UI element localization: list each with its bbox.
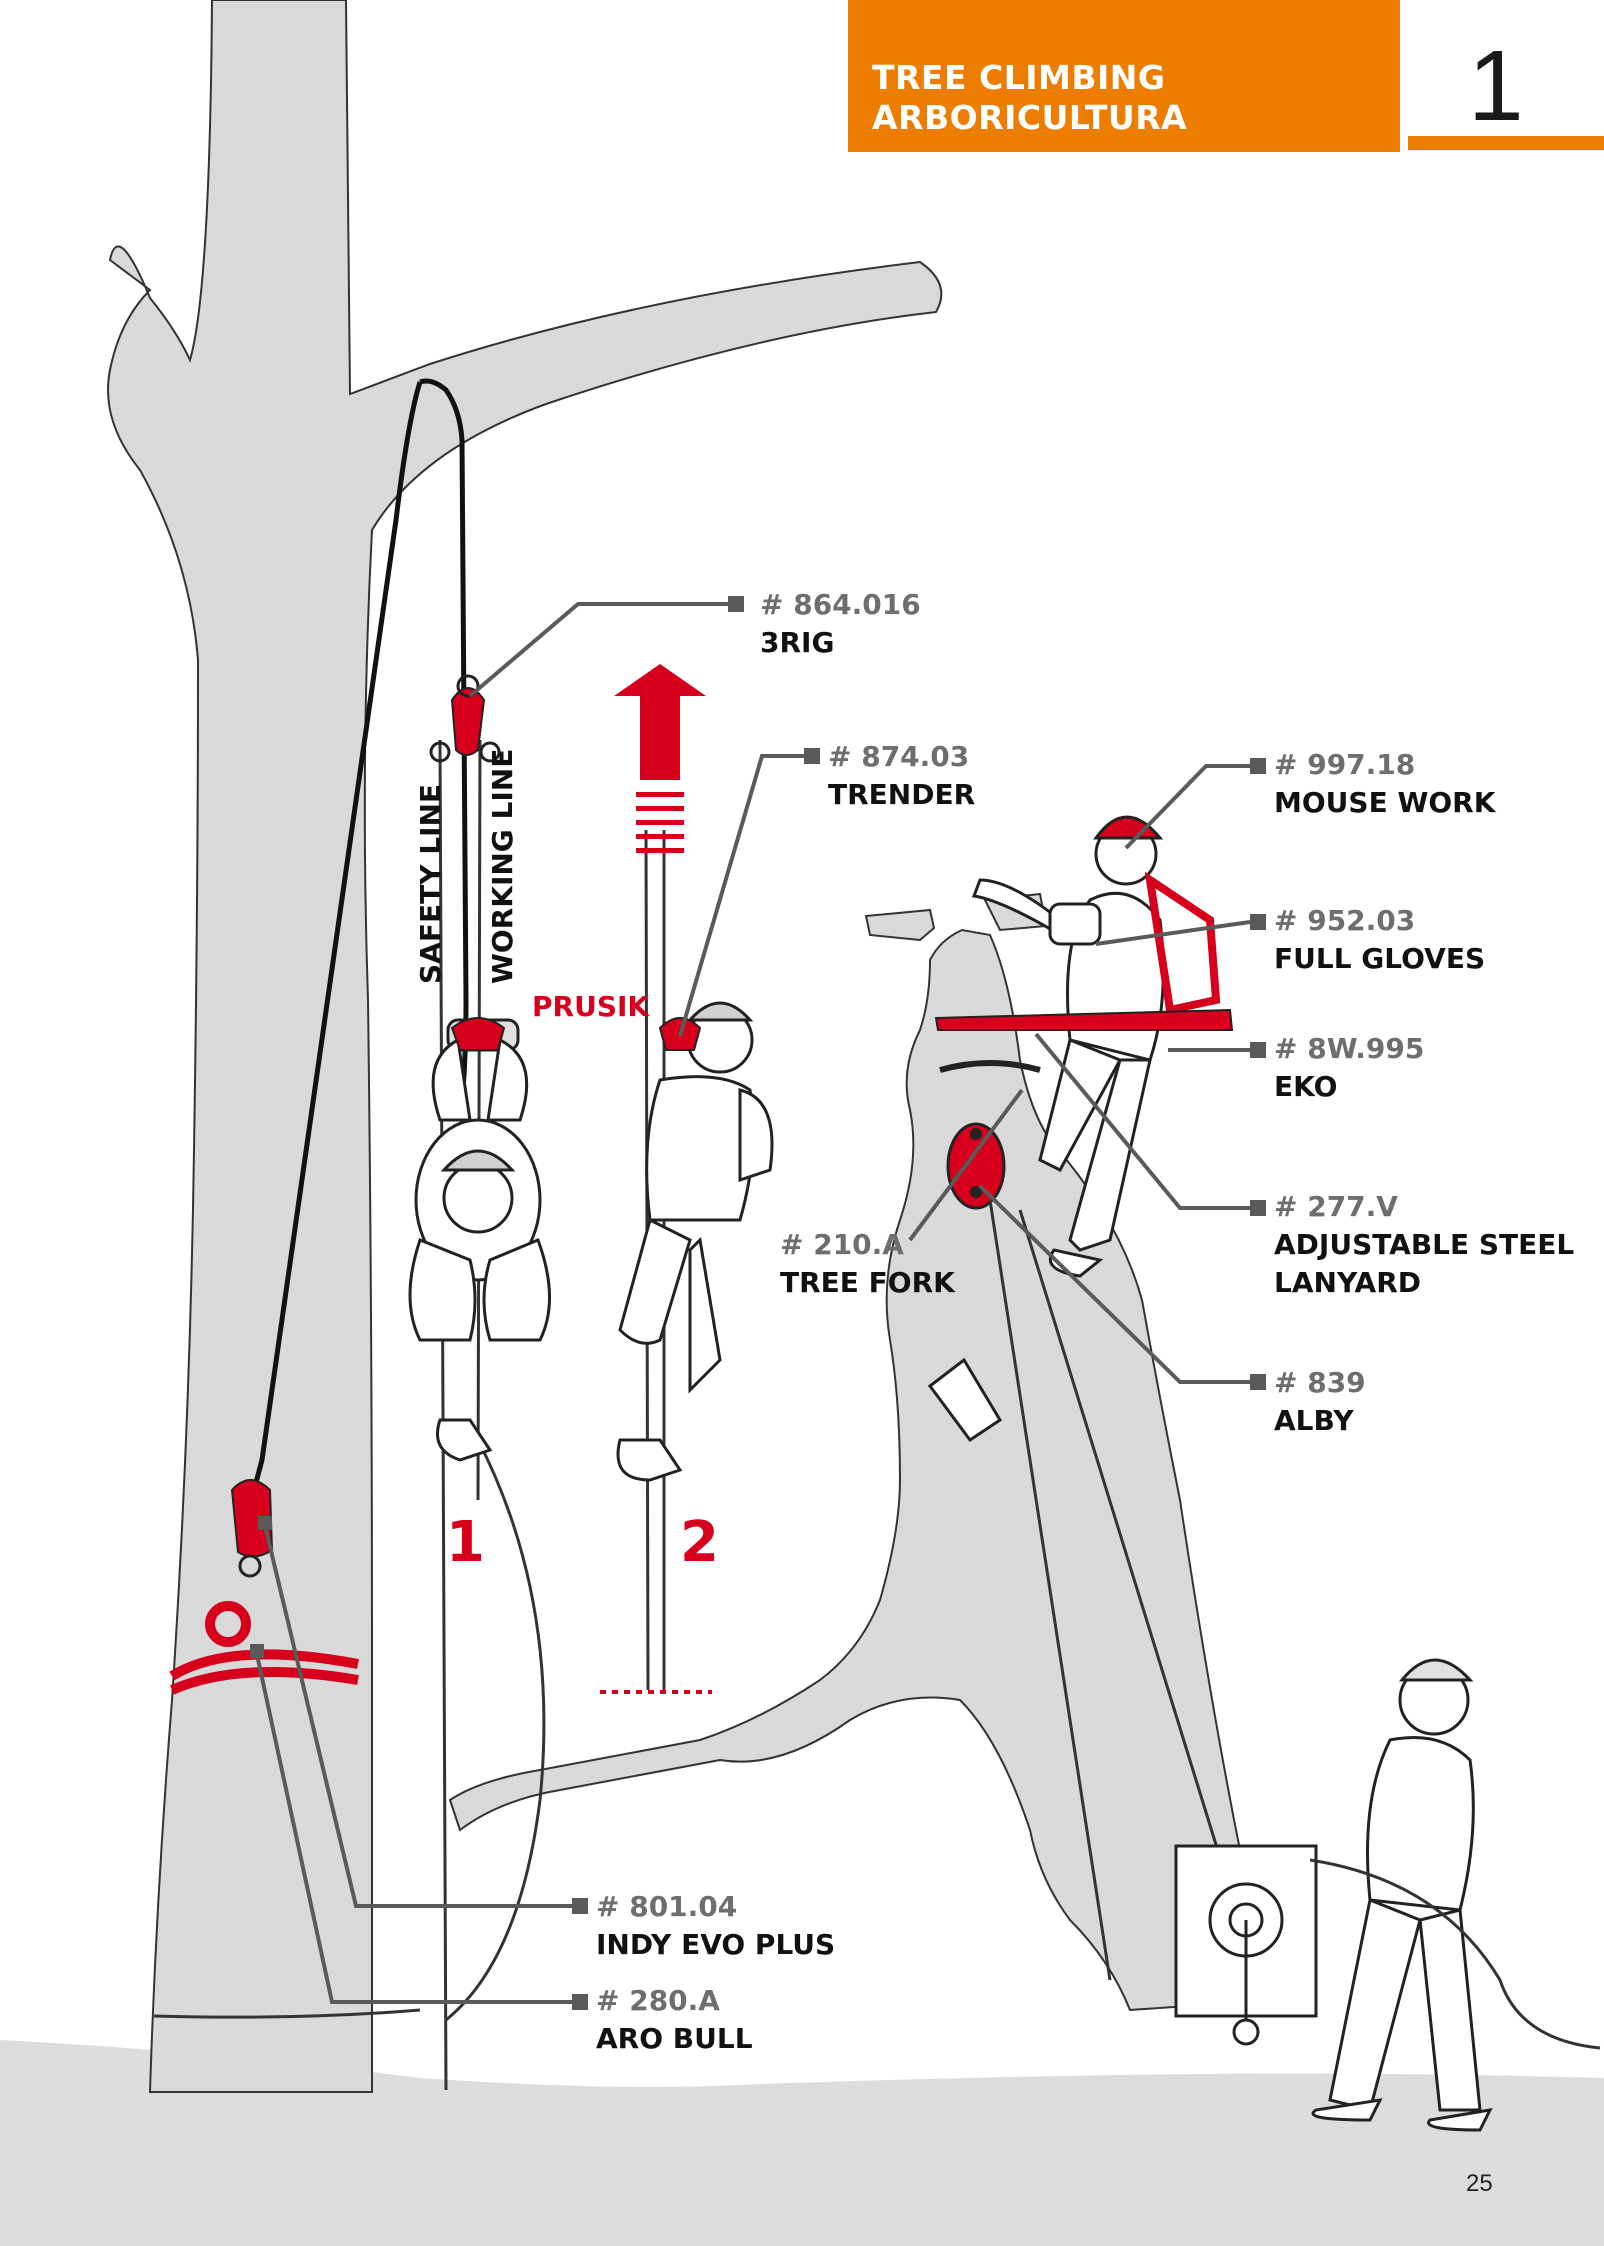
chapter-title-line2: ARBORICULTURA [872,98,1187,137]
alby-name: ALBY [1274,1404,1354,1437]
chapter-title-line1: TREE CLIMBING [872,58,1166,97]
right-tree [450,930,1276,2010]
winch [1176,1846,1316,2044]
rig-code: # 864.016 [760,588,921,621]
alby-code: # 839 [1274,1366,1366,1399]
indy-evo-plus-name: INDY EVO PLUS [596,1928,835,1961]
aro-bull-code: # 280.A [596,1984,720,2017]
aro-bull-name: ARO BULL [596,2022,753,2055]
climber-1-device [452,1018,504,1050]
climber-2 [618,1003,772,1480]
chapter-number-underline [1408,136,1604,150]
tree-fork-code: # 210.A [780,1228,904,1261]
cut-branch-stub [866,910,934,940]
full-gloves-name: FULL GLOVES [1274,942,1485,975]
tree-fork-name: TREE FORK [780,1266,955,1299]
indy-evo-plus-code: # 801.04 [596,1890,737,1923]
eko-name: EKO [1274,1070,1337,1103]
working-line-label: WORKING LINE [486,749,519,984]
trender-code: # 874.03 [828,740,969,773]
step-1-label: 1 [446,1510,485,1575]
full-gloves-code: # 952.03 [1274,904,1415,937]
up-arrow [614,664,706,853]
chapter-number: 1 [1468,36,1524,136]
rig-name: 3RIG [760,626,834,659]
callout-rig [470,604,728,696]
step-2-label: 2 [680,1510,719,1575]
lanyard-name-line2: LANYARD [1274,1266,1421,1299]
trender-name: TRENDER [828,778,975,811]
safety-line-label: SAFETY LINE [414,784,447,984]
lanyard-code: # 277.V [1274,1190,1398,1223]
mouse-work-code: # 997.18 [1274,748,1415,781]
lanyard-name-line1: ADJUSTABLE STEEL [1274,1228,1574,1261]
alby-pulley [948,1124,1004,1208]
prusik-label: PRUSIK [532,990,649,1023]
callout-trender [680,756,804,1036]
eko-code: # 8W.995 [1274,1032,1424,1065]
page-number: 25 [1466,2170,1493,2198]
mouse-work-name: MOUSE WORK [1274,786,1495,819]
ground-worker [1313,1660,1490,2130]
